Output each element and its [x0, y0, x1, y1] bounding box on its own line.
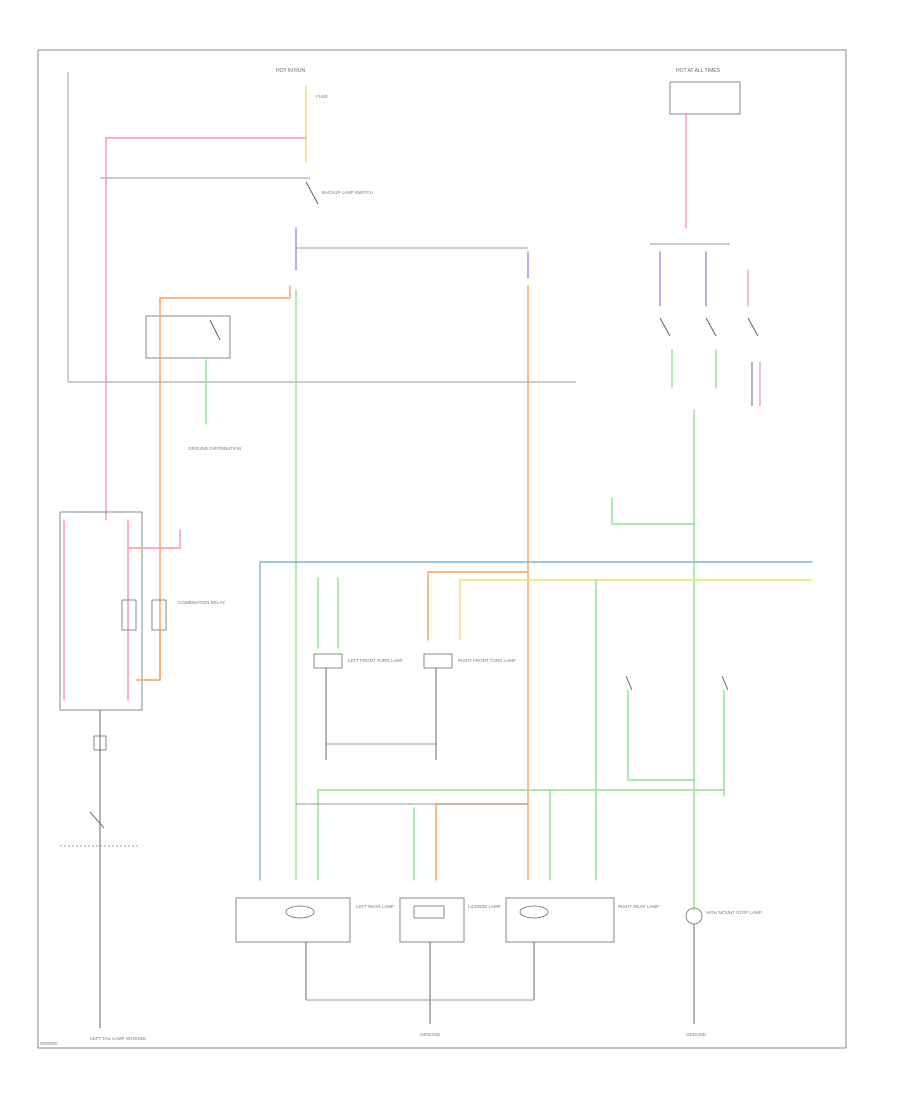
switch-right-2 — [721, 675, 729, 691]
label-left-ground: LEFT TAIL LAMP GROUND — [90, 1036, 147, 1041]
fuse-box-outline — [67, 72, 576, 383]
relay-contact — [209, 319, 221, 341]
right-rear-bulb — [519, 905, 549, 919]
label-high-mount-lamp: HIGH MOUNT STOP LAMP — [706, 910, 762, 915]
wire-green-h2 — [317, 789, 725, 881]
switch-right-1 — [625, 675, 633, 691]
label-right-ground: GROUND — [686, 1032, 707, 1037]
label-hot-at-all-times: HOT AT ALL TIMES — [676, 68, 721, 74]
wire-orange-relay — [135, 629, 161, 681]
relay-right-contact3 — [747, 317, 759, 337]
relay-right-contact1 — [659, 317, 671, 337]
wire-orange-top — [159, 285, 291, 305]
left-rear-bulb — [285, 905, 315, 919]
connector-left — [93, 735, 107, 751]
footer-code: 0000000 — [40, 1041, 58, 1046]
right-front-lamp — [423, 653, 453, 669]
label-right-front-lamp: RIGHT FRONT TURN LAMP — [458, 658, 516, 663]
label-backup-switch: BACKUP LAMP SWITCH — [322, 190, 373, 195]
label-ground-center: GROUND — [420, 1032, 441, 1037]
relay-right-contact2 — [705, 317, 717, 337]
label-left-front-lamp: LEFT FRONT TURN LAMP — [348, 658, 403, 663]
label-ground-distribution: GROUND DISTRIBUTION — [188, 446, 241, 451]
wire-orange-h — [435, 803, 529, 881]
combination-relay[interactable] — [59, 511, 143, 711]
label-fuse: FUSE — [316, 94, 328, 99]
right-rear-lamp — [505, 897, 615, 943]
relay-switch-box — [145, 315, 231, 359]
left-front-lamp — [313, 653, 343, 669]
label-left-rear-lamp: LEFT REAR LAMP — [356, 904, 394, 909]
label-right-rear-lamp: RIGHT REAR LAMP — [618, 904, 659, 909]
label-hot-in-run: HOT IN RUN — [276, 68, 305, 74]
license-bulb — [413, 905, 445, 919]
relay-module-1 — [121, 599, 137, 631]
wire-green-switch — [611, 497, 695, 525]
license-lamp — [399, 897, 465, 943]
relay-module-2 — [151, 599, 167, 631]
label-combination-relay: COMBINATION RELAY — [178, 600, 225, 605]
wire-orange-bus — [427, 571, 529, 641]
diagram-border — [37, 49, 847, 1049]
label-license-lamp: LICENSE LAMP — [468, 904, 501, 909]
left-rear-lamp — [235, 897, 351, 943]
switch-contact — [305, 181, 319, 205]
fuse-right-box — [669, 81, 741, 115]
switch-left — [89, 811, 105, 829]
wire-red-relay — [127, 529, 181, 549]
